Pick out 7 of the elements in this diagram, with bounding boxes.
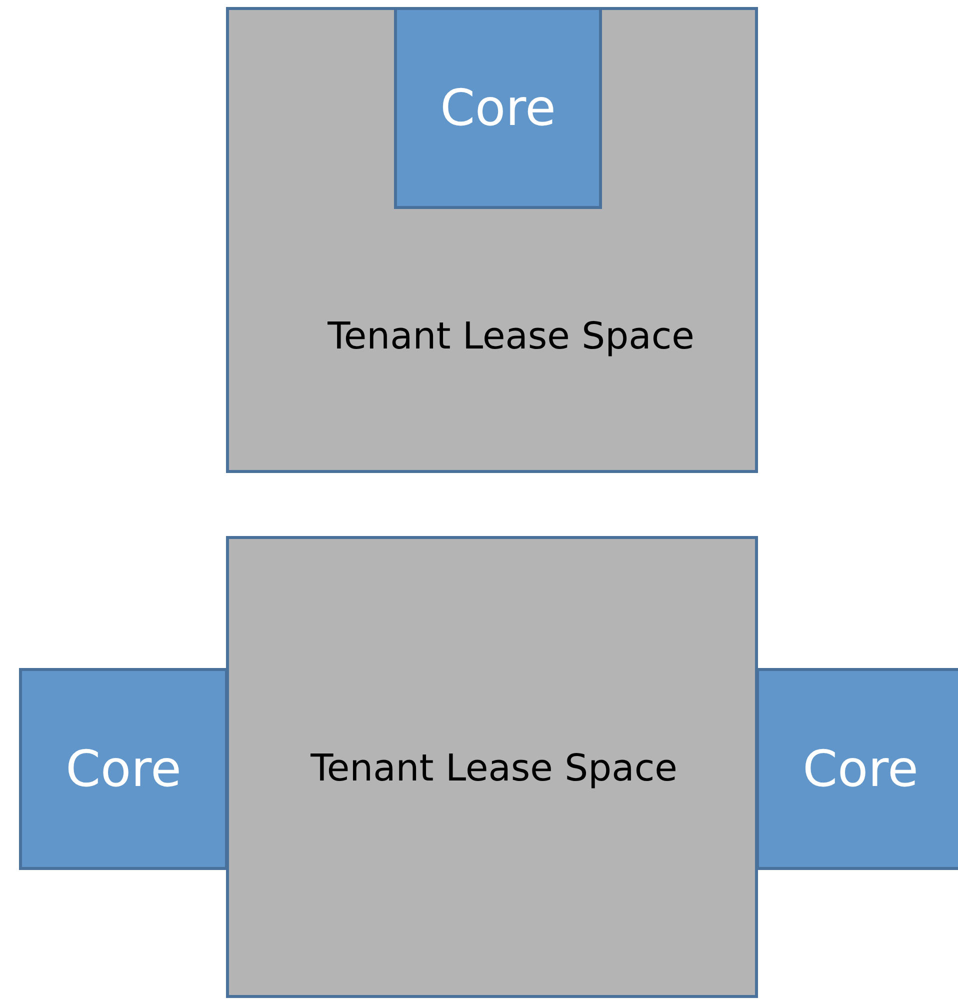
- area-label: Tenant Lease Space: [328, 314, 694, 358]
- core-area: Core: [394, 7, 602, 209]
- core-area: Core: [756, 668, 958, 870]
- core-area: Core: [19, 668, 228, 870]
- lease-space-area: [226, 7, 758, 473]
- area-label: Tenant Lease Space: [310, 746, 678, 790]
- lease-space-area: [226, 536, 758, 998]
